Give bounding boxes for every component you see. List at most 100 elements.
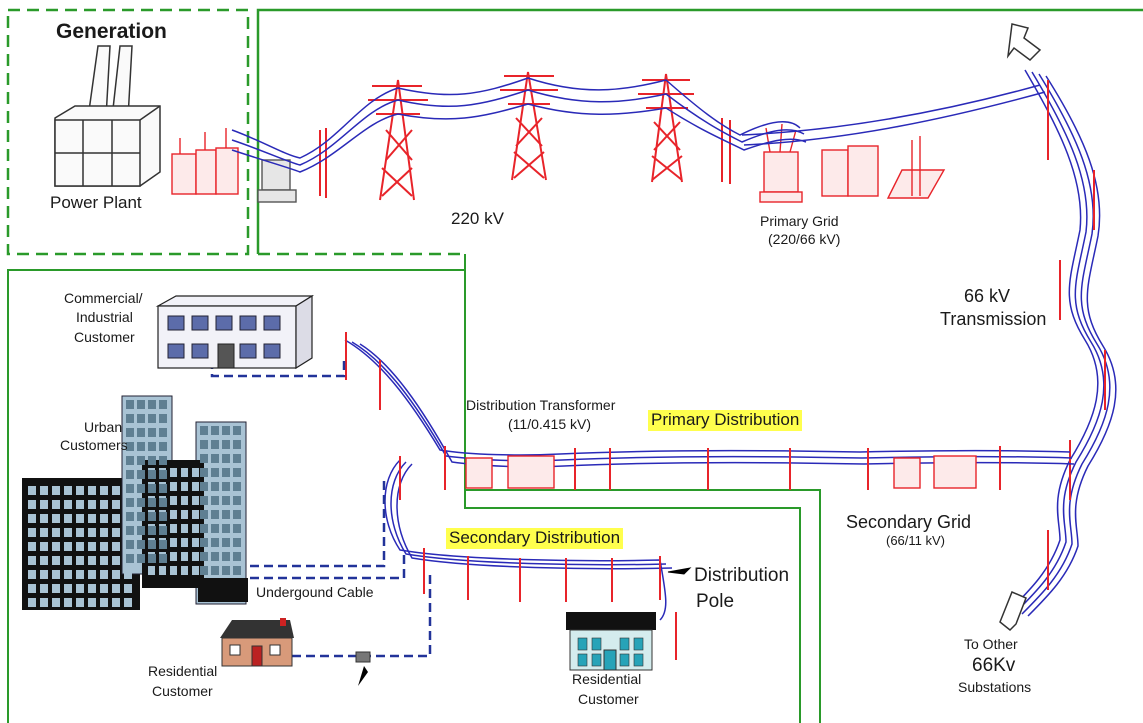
building-window (112, 514, 120, 523)
building-window (28, 514, 36, 523)
building-window (112, 542, 120, 551)
transmission-word-label: Transmission (940, 309, 1047, 329)
building-window (28, 556, 36, 565)
building-window (28, 486, 36, 495)
building-window (181, 468, 188, 477)
building-window (126, 484, 134, 493)
building-window (40, 500, 48, 509)
building-window (192, 538, 199, 547)
building-window (233, 538, 241, 547)
building-window (170, 566, 177, 575)
building-window (159, 498, 167, 507)
building-window (100, 486, 108, 495)
building-window (88, 584, 96, 593)
building-window (137, 470, 145, 479)
building-window (211, 496, 219, 505)
building-window (200, 566, 208, 575)
commercial-customer-label-1: Commercial/ (64, 290, 143, 306)
commercial-customer-label-3: Customer (74, 329, 135, 345)
building-window (126, 540, 134, 549)
tower-3 (638, 73, 694, 183)
building-window (181, 482, 188, 491)
building-window (159, 512, 167, 521)
generation-transformers (171, 128, 239, 195)
building-window (52, 514, 60, 523)
building-window (233, 566, 241, 575)
building-window (159, 540, 167, 549)
building-window (148, 566, 155, 575)
building-window (233, 524, 241, 533)
transmission-66kv-label: 66 kV (964, 286, 1011, 306)
building-window (112, 598, 120, 607)
primary-grid-label: Primary Grid (760, 213, 839, 229)
building-window (181, 552, 188, 561)
building-window (64, 500, 72, 509)
building-window (64, 528, 72, 537)
building-window (112, 584, 120, 593)
building-window (76, 570, 84, 579)
building-window (64, 486, 72, 495)
building-window (126, 456, 134, 465)
building-window (28, 570, 36, 579)
building-window (159, 400, 167, 409)
building-window (64, 570, 72, 579)
arrow-up-icon (1006, 23, 1042, 61)
building-window (148, 442, 156, 451)
building-window (126, 526, 134, 535)
commercial-building-icon (155, 294, 315, 370)
building-window (100, 584, 108, 593)
building-window (211, 524, 219, 533)
building-window (40, 514, 48, 523)
66kv-transmission-lines (1009, 69, 1117, 617)
urban-building-windows (28, 400, 241, 607)
building-window (124, 584, 132, 593)
primary-grid-substation (759, 123, 946, 203)
building-window (64, 556, 72, 565)
building-window (76, 486, 84, 495)
building-window (159, 414, 167, 423)
building-window (148, 498, 156, 507)
building-window (148, 400, 156, 409)
building-window (233, 468, 241, 477)
urban-customers-label-1: Urban (84, 419, 123, 435)
building-window (52, 556, 60, 565)
building-window (192, 524, 199, 533)
building-window (222, 440, 230, 449)
power-plant-label: Power Plant (50, 193, 142, 212)
building-window (181, 566, 188, 575)
building-window (88, 542, 96, 551)
building-window (159, 554, 167, 563)
building-window (148, 484, 156, 493)
building-window (222, 510, 230, 519)
building-window (192, 482, 199, 491)
building-window (211, 468, 219, 477)
building-window (64, 514, 72, 523)
pole-pointer-arrow-icon (667, 567, 692, 575)
urban-customers-label-2: Customers (60, 437, 128, 453)
building-window (52, 500, 60, 509)
distribution-transformer-ratio-label: (11/0.415 kV) (508, 416, 592, 432)
building-window (112, 486, 120, 495)
residential-customer-1-label-2: Customer (152, 683, 213, 699)
building-window (28, 528, 36, 537)
secondary-distribution-lines (384, 459, 673, 621)
primary-distribution-label: Primary Distribution (648, 410, 803, 431)
tower-2 (500, 71, 558, 181)
building-window (200, 524, 208, 533)
building-window (233, 510, 241, 519)
building-window (100, 514, 108, 523)
building-window (159, 566, 166, 575)
building-window (112, 528, 120, 537)
building-window (88, 486, 96, 495)
building-window (148, 414, 156, 423)
building-window (100, 598, 108, 607)
building-window (233, 426, 241, 435)
building-window (222, 482, 230, 491)
building-window (137, 540, 145, 549)
building-window (211, 566, 219, 575)
building-window (112, 570, 120, 579)
secondary-grid-ratio-label: (66/11 kV) (886, 533, 946, 548)
to-other-label-1: To Other (964, 636, 1018, 652)
cable-pointer-arrow-icon (358, 666, 368, 686)
